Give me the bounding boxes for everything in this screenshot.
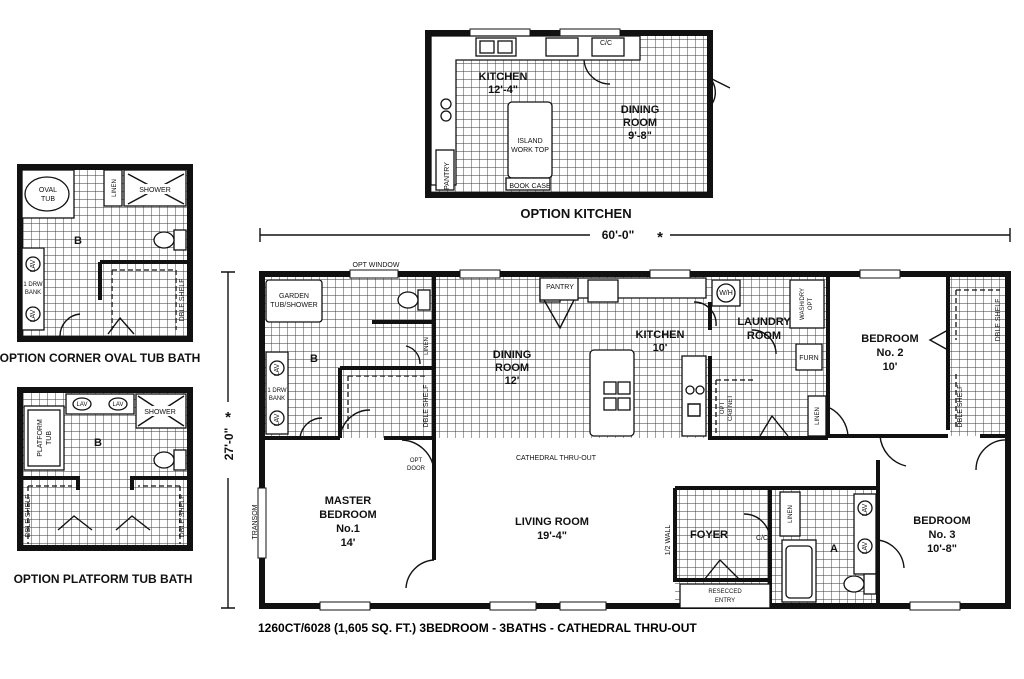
option-cc-label: C/C bbox=[600, 40, 612, 47]
cathedral-label: CATHEDRAL THRU-OUT bbox=[516, 455, 597, 462]
corner-lav-bottom: LAV bbox=[30, 309, 37, 322]
option-island-label: ISLAND bbox=[517, 138, 542, 145]
bedroom2-dim: 10' bbox=[883, 361, 898, 373]
bedroom3-number: No. 3 bbox=[929, 529, 956, 541]
corner-shower-label: SHOWER bbox=[139, 187, 171, 194]
bedroom3-dim: 10'-8" bbox=[927, 543, 957, 555]
option-dining-label: DINING bbox=[621, 104, 660, 116]
corner-oval-label: OVAL bbox=[39, 187, 57, 194]
corner-drawer-label: 1 DRW bbox=[23, 282, 43, 288]
opt-window-label: OPT WINDOW bbox=[353, 262, 400, 269]
transom-label: TRANSOM bbox=[252, 504, 259, 539]
bedroom2-label: BEDROOM bbox=[861, 333, 918, 345]
platform-dble-shelf-left: DBLE SHELF bbox=[25, 495, 32, 538]
depth-asterisk: * bbox=[225, 409, 231, 426]
master-bedroom-number: No.1 bbox=[336, 523, 360, 535]
bath-a-lav-bottom: LAV bbox=[862, 541, 869, 554]
garden-tub-label: GARDEN bbox=[279, 293, 309, 300]
option-pantry-label: PANTRY bbox=[444, 162, 451, 190]
option-bookcase-label: BOOK CASE bbox=[509, 183, 551, 190]
master-bedroom-label: MASTER bbox=[325, 495, 372, 507]
main-floor-plan: 60'-0" * 27'-0" * bbox=[218, 226, 1011, 611]
opt-cabinet-label: OPT bbox=[720, 402, 726, 415]
corner-bank-label: BANK bbox=[25, 290, 41, 296]
bedroom2-dble-shelf-top: DBLE SHELF bbox=[995, 299, 1002, 342]
platform-shower-label: SHOWER bbox=[144, 409, 176, 416]
corner-dble-shelf: DBLE SHELF bbox=[179, 279, 186, 322]
option-island-worktop: WORK TOP bbox=[511, 147, 549, 154]
opt-cabinet-label-2: CABINET bbox=[728, 395, 734, 421]
dining-room-label: ROOM bbox=[495, 362, 529, 374]
opt-door-label-2: DOOR bbox=[407, 466, 426, 472]
option-dining-dim: 9'-8" bbox=[628, 130, 652, 142]
platform-lav-right: LAV bbox=[113, 402, 124, 408]
option-kitchen-dim: 12'-4" bbox=[488, 84, 518, 96]
living-room-label: LIVING ROOM bbox=[515, 516, 589, 528]
kitchen-label: KITCHEN bbox=[636, 329, 685, 341]
width-asterisk: * bbox=[657, 229, 663, 246]
foyer-label: FOYER bbox=[690, 529, 728, 541]
master-lav-top: LAV bbox=[274, 363, 281, 376]
option-platform-bath-plan: PLATFORM TUB LAV LAV SHOWER B DBLE SHELF… bbox=[14, 387, 193, 586]
bedroom2-number: No. 2 bbox=[877, 347, 904, 359]
bath-a-linen-label: LINEN bbox=[788, 505, 794, 523]
width-dimension: 60'-0" bbox=[602, 228, 635, 242]
bath-a-label: A bbox=[830, 543, 838, 555]
platform-dble-shelf-right: DBLE SHELF bbox=[179, 495, 186, 538]
dining-label: DINING bbox=[493, 349, 532, 361]
wash-dry-label: WASH/DRY bbox=[800, 288, 806, 320]
platform-platform-label: PLATFORM bbox=[37, 419, 44, 457]
platform-bath-title: OPTION PLATFORM TUB BATH bbox=[14, 572, 193, 586]
wash-dry-opt-label: OPT bbox=[808, 298, 814, 311]
master-drawer-label: 1 DRW bbox=[267, 388, 287, 394]
plan-caption: 1260CT/6028 (1,605 SQ. FT.) 3BEDROOM - 3… bbox=[258, 621, 697, 635]
option-corner-bath-plan: OVAL TUB LINEN SHOWER B LAV LAV 1 DRW BA… bbox=[0, 164, 200, 365]
option-kitchen-title: OPTION KITCHEN bbox=[520, 206, 631, 221]
utility-linen-label: LINEN bbox=[815, 407, 821, 425]
master-bank-label: BANK bbox=[269, 396, 285, 402]
opt-door-label: OPT bbox=[410, 458, 423, 464]
corner-tub-label: TUB bbox=[41, 196, 55, 203]
corner-linen-label: LINEN bbox=[112, 179, 118, 197]
platform-lav-left: LAV bbox=[77, 402, 88, 408]
dining-dim: 12' bbox=[505, 375, 520, 387]
corner-bath-title: OPTION CORNER OVAL TUB BATH bbox=[0, 351, 200, 365]
corner-b-label: B bbox=[74, 235, 82, 247]
pantry-label: PANTRY bbox=[546, 284, 574, 291]
laundry-label: LAUNDRY bbox=[737, 316, 791, 328]
depth-dimension: 27'-0" bbox=[222, 428, 236, 461]
master-lav-bottom: LAV bbox=[274, 413, 281, 426]
option-kitchen-label: KITCHEN bbox=[479, 71, 528, 83]
kitchen-dim: 10' bbox=[653, 342, 668, 354]
recessed-entry-label-2: ENTRY bbox=[715, 598, 735, 604]
platform-tub-label: TUB bbox=[46, 431, 53, 445]
option-kitchen-plan: KITCHEN 12'-4" DINING ROOM 9'-8" ISLAND … bbox=[425, 28, 731, 221]
master-bath-b-label: B bbox=[310, 353, 318, 365]
master-linen-label: LINEN bbox=[424, 337, 430, 355]
garden-shower-label: TUB/SHOWER bbox=[270, 302, 317, 309]
foyer-cc-label: C/C bbox=[756, 535, 768, 542]
bath-a-lav-top: LAV bbox=[862, 503, 869, 516]
corner-lav-top: LAV bbox=[30, 259, 37, 272]
laundry-room-label: ROOM bbox=[747, 330, 781, 342]
water-heater-label: W/H bbox=[719, 290, 733, 297]
bedroom3-label: BEDROOM bbox=[913, 515, 970, 527]
living-room-dim: 19'-4" bbox=[537, 530, 567, 542]
platform-b-label: B bbox=[94, 437, 102, 449]
master-bedroom-room: BEDROOM bbox=[319, 509, 376, 521]
bedroom2-dble-shelf-bottom: DBLE SHELF bbox=[957, 385, 964, 428]
master-bedroom-dim: 14' bbox=[341, 537, 356, 549]
master-dble-shelf: DBLE SHELF bbox=[423, 385, 430, 428]
option-dining-room: ROOM bbox=[623, 117, 657, 129]
half-wall-label: 1/2 WALL bbox=[665, 525, 672, 556]
furnace-label: FURN bbox=[799, 355, 818, 362]
recessed-entry-label: RESECCED bbox=[708, 589, 742, 595]
